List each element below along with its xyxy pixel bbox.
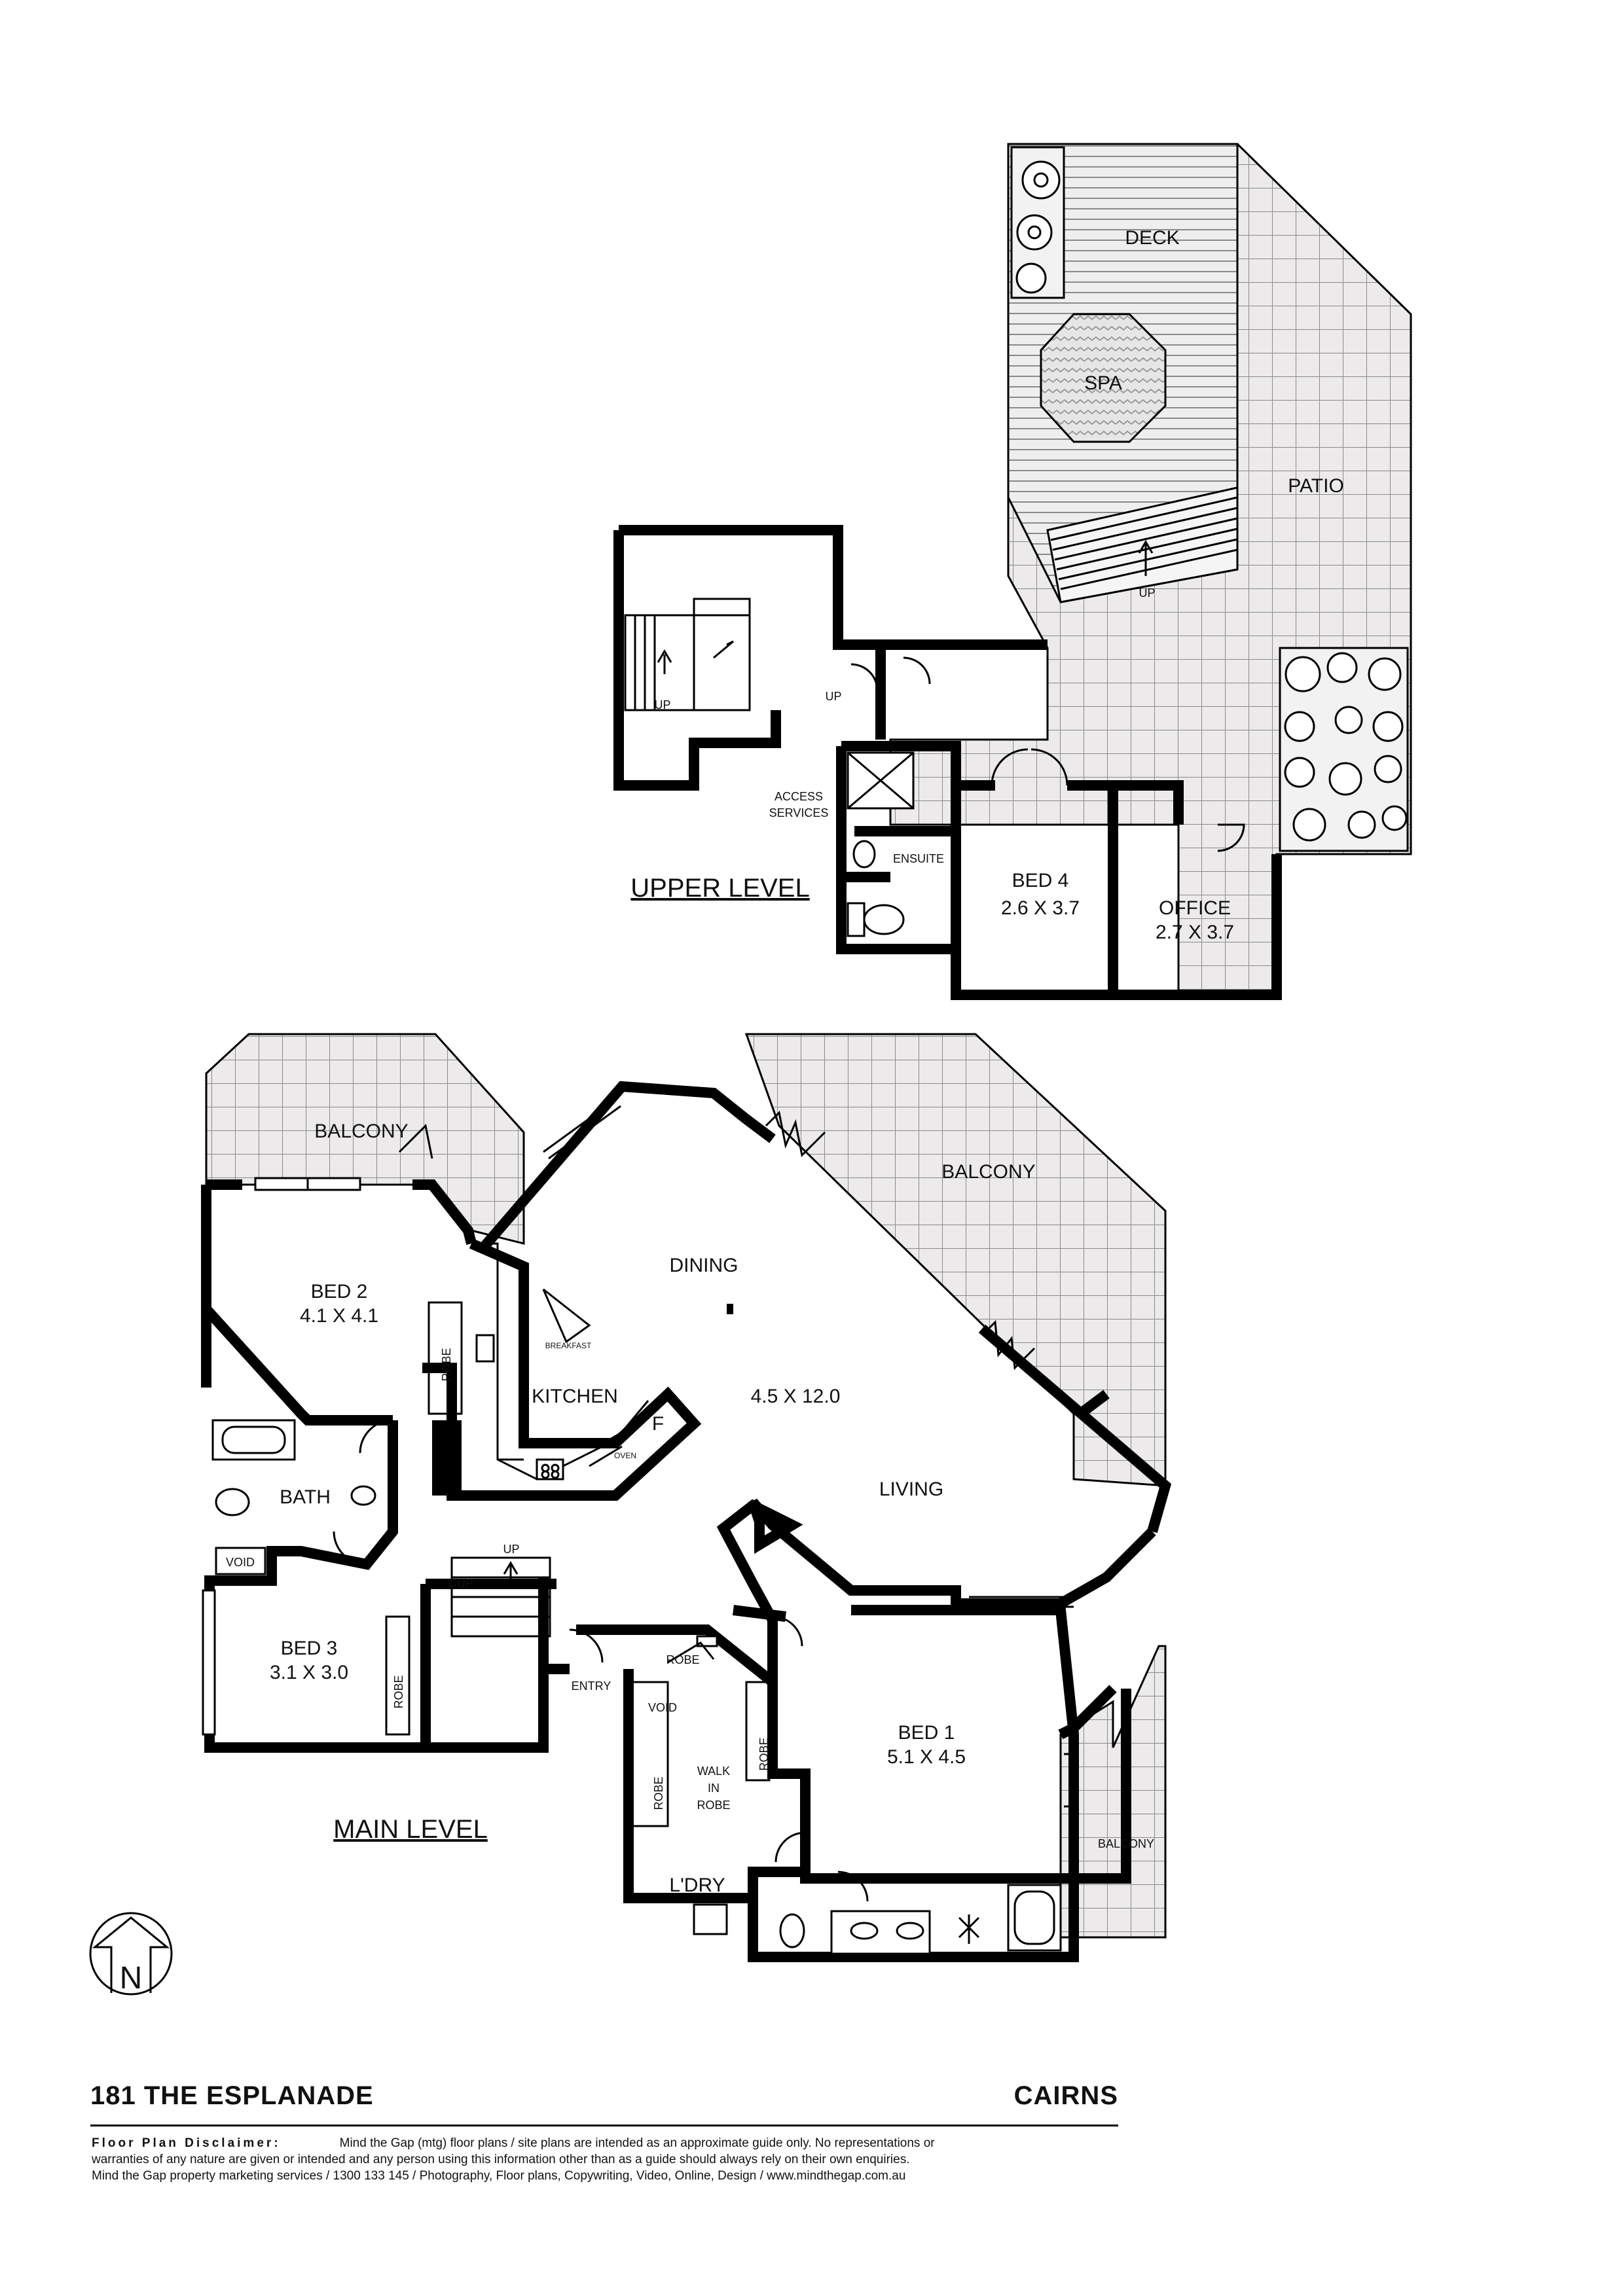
- label-void-bath: VOID: [226, 1556, 255, 1569]
- disclaimer-text-1: Mind the Gap (mtg) floor plans / site pl…: [339, 2136, 935, 2150]
- footer-title-bar: 181 THE ESPLANADE CAIRNS: [90, 2081, 1118, 2121]
- robe-bed3: [385, 1615, 410, 1736]
- compass-letter: N: [120, 1961, 143, 1996]
- label-ensuite: ENSUITE: [893, 852, 944, 865]
- label-bed3-dim: 3.1 X 3.0: [270, 1662, 348, 1683]
- upper-level-title: UPPER LEVEL: [630, 874, 809, 903]
- disclaimer: Floor Plan Disclaimer: Mind the Gap (mtg)…: [92, 2135, 1139, 2184]
- label-living-dim: 4.5 X 12.0: [751, 1386, 841, 1407]
- label-office: OFFICE: [1159, 897, 1231, 919]
- label-kitchen: KITCHEN: [532, 1386, 618, 1407]
- upper-rooms-walls: [836, 645, 1282, 1000]
- label-robe-right: ROBE: [757, 1737, 771, 1770]
- bifold-door-icon: [981, 1319, 1036, 1371]
- spa-icon: [1040, 313, 1167, 443]
- label-robe-bed3: ROBE: [392, 1675, 405, 1708]
- label-entry: ENTRY: [572, 1679, 611, 1693]
- label-robe-left: ROBE: [652, 1776, 665, 1810]
- balcony-ne-area: [744, 1033, 1167, 1487]
- main-stair: [420, 1556, 556, 1748]
- door-swings: [333, 1123, 869, 1902]
- kitchen-counter: [471, 1242, 649, 1480]
- upper-stair: [624, 598, 751, 711]
- label-robe-top: ROBE: [666, 1653, 699, 1666]
- label-services: SERVICES: [769, 806, 829, 819]
- label-office-dim: 2.7 X 3.7: [1156, 922, 1234, 943]
- property-address: 181 THE ESPLANADE: [90, 2081, 374, 2110]
- kitchen-wall-block: [432, 1420, 462, 1496]
- label-bed4-dim: 2.6 X 3.7: [1001, 897, 1080, 919]
- footer-divider: [90, 2125, 1118, 2126]
- label-spa: SPA: [1084, 372, 1122, 394]
- label-oven: OVEN: [614, 1451, 636, 1460]
- label-balcony-se: BALCONY: [1098, 1837, 1154, 1850]
- label-up-door: UP: [825, 690, 841, 703]
- label-breakfast: BREAKFAST: [545, 1341, 592, 1350]
- laundry-ensuite-fixtures: [693, 1753, 1075, 1955]
- label-robe-bed2: ROBE: [440, 1348, 453, 1381]
- label-balcony-nw: BALCONY: [314, 1121, 408, 1142]
- walk-in-robe-fixtures: [630, 1641, 771, 1827]
- main-labels: BALCONY BALCONY BALCONY BED 2 4.1 X 4.1 …: [226, 1121, 1154, 1896]
- deck-steps: [1046, 486, 1239, 603]
- label-dining: DINING: [670, 1255, 739, 1276]
- north-arrow-icon: N: [89, 1912, 173, 1996]
- label-bed3: BED 3: [281, 1638, 338, 1659]
- disclaimer-line-2: warranties of any nature are given or in…: [92, 2153, 910, 2166]
- label-deck: DECK: [1125, 227, 1179, 249]
- main-level-title: MAIN LEVEL: [333, 1815, 488, 1844]
- bed1-walls: [748, 1605, 1079, 1962]
- main-level-plan: [201, 1033, 1172, 1962]
- label-bed4: BED 4: [1012, 870, 1069, 891]
- upper-stair-walls: [613, 525, 1048, 791]
- label-bed2-dim: 4.1 X 4.1: [300, 1305, 378, 1327]
- label-bed1-dim: 5.1 X 4.5: [887, 1746, 966, 1768]
- windows: [202, 1098, 1074, 1736]
- label-up-deck: UP: [1139, 586, 1155, 600]
- label-patio: PATIO: [1288, 475, 1344, 497]
- label-walk: WALK: [697, 1765, 730, 1778]
- disclaimer-line-3: Mind the Gap property marketing services…: [92, 2169, 906, 2183]
- label-robe-walk: ROBE: [697, 1799, 730, 1812]
- robe-bed2: [428, 1301, 463, 1415]
- property-city: CAIRNS: [1013, 2081, 1118, 2110]
- bifold-door-icon: [765, 1110, 826, 1158]
- label-up-stair: UP: [654, 698, 670, 711]
- plant-icon: [1010, 146, 1065, 299]
- label-laundry: L'DRY: [669, 1874, 725, 1896]
- bath-fixtures: [211, 1419, 376, 1575]
- garden-bed-icon: [1279, 647, 1409, 852]
- upper-level-plan: [613, 143, 1412, 1000]
- label-cup: CUP: [448, 1577, 473, 1590]
- label-bath: BATH: [280, 1486, 331, 1508]
- label-in: IN: [708, 1782, 720, 1795]
- disclaimer-line-1: Floor Plan Disclaimer: Mind the Gap (mtg)…: [92, 2135, 1139, 2151]
- label-bed2: BED 2: [311, 1281, 368, 1302]
- label-balcony-ne: BALCONY: [941, 1161, 1035, 1183]
- label-fridge: F: [652, 1413, 664, 1435]
- ensuite-fixtures: [847, 656, 1245, 937]
- label-living: LIVING: [879, 1479, 943, 1500]
- label-up-main: UP: [503, 1543, 519, 1556]
- label-void-robe: VOID: [648, 1701, 677, 1714]
- upper-labels: DECK SPA PATIO UP UP UP ACCESS SERVICES …: [630, 227, 1344, 943]
- label-bed1: BED 1: [898, 1722, 955, 1744]
- label-access: ACCESS: [775, 790, 823, 803]
- disclaimer-heading: Floor Plan Disclaimer:: [92, 2136, 281, 2150]
